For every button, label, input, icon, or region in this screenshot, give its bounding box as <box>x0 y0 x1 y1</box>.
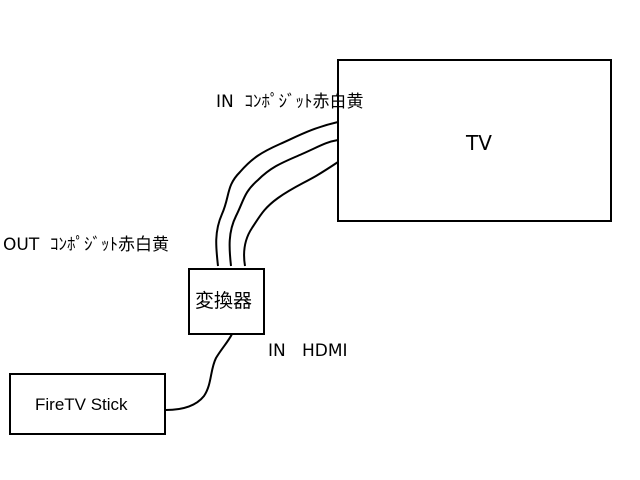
converter-box: 変換器 <box>188 268 265 335</box>
converter-input-label: IN HDMI <box>268 341 348 361</box>
composite-cable-red <box>215 121 339 267</box>
tv-box: TV <box>337 59 612 222</box>
converter-output-label: OUT ｺﾝﾎﾟｼﾞｯﾄ赤白黄 <box>3 235 170 255</box>
composite-cable-yellow <box>243 161 339 267</box>
composite-cable-white <box>228 139 339 267</box>
tv-label: TV <box>466 131 492 155</box>
firetv-stick-label: FireTV Stick <box>35 395 128 414</box>
converter-label: 変換器 <box>195 290 253 312</box>
firetv-stick-box: FireTV Stick <box>9 373 166 435</box>
tv-input-label: IN ｺﾝﾎﾟｼﾞｯﾄ赤白黄 <box>216 92 364 112</box>
hdmi-cable <box>165 333 233 411</box>
